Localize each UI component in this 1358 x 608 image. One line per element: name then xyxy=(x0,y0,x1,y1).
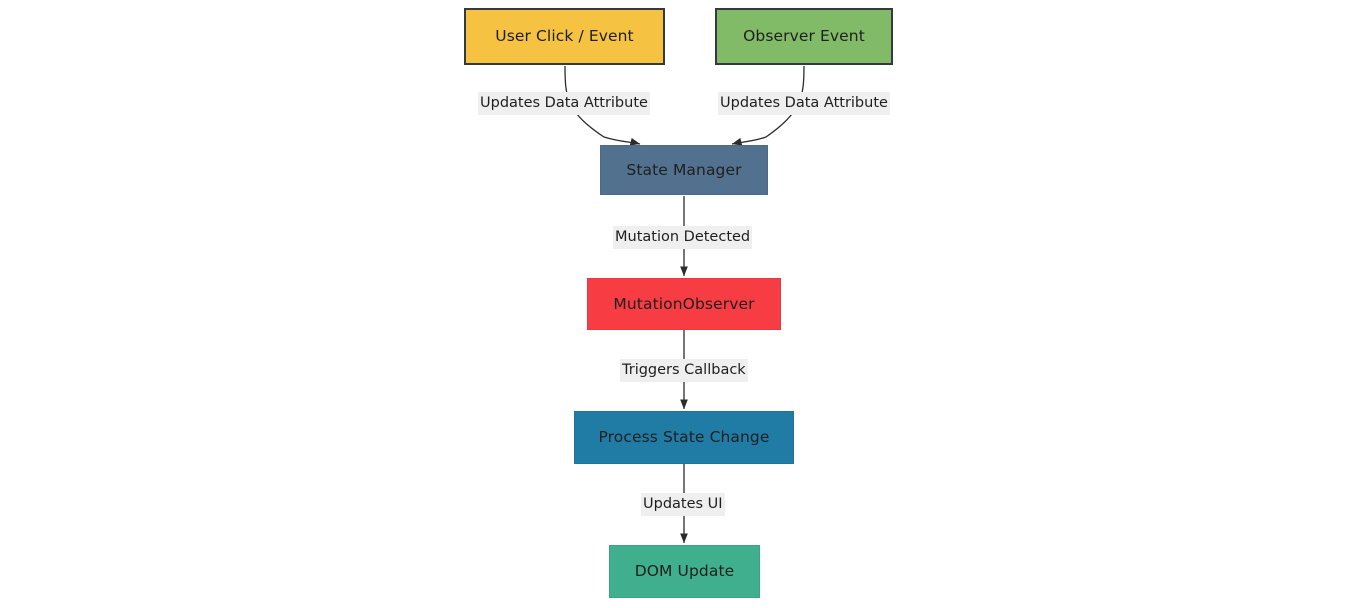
edge-path-user-click-to-state-manager xyxy=(564,65,641,146)
node-label: Process State Change xyxy=(598,428,770,447)
node-label: User Click / Event xyxy=(495,27,634,46)
node-dom-update[interactable]: DOM Update xyxy=(609,545,760,598)
node-label: State Manager xyxy=(626,160,742,179)
node-state-manager[interactable]: State Manager xyxy=(600,145,768,195)
node-label: DOM Update xyxy=(634,562,735,581)
edge-label-updates-ui: Updates UI xyxy=(641,493,725,517)
node-label: Observer Event xyxy=(743,27,865,46)
node-mutation-observer[interactable]: MutationObserver xyxy=(587,278,781,330)
node-label: MutationObserver xyxy=(613,294,755,313)
edge-path-observer-event-to-state-manager xyxy=(731,65,805,146)
edge-label-updates-data-attribute-left: Updates Data Attribute xyxy=(478,92,650,116)
node-observer-event[interactable]: Observer Event xyxy=(715,8,893,65)
edge-label-updates-data-attribute-right: Updates Data Attribute xyxy=(718,92,890,116)
edge-label-mutation-detected: Mutation Detected xyxy=(613,226,753,250)
node-user-click-event[interactable]: User Click / Event xyxy=(464,8,665,65)
edge-label-triggers-callback: Triggers Callback xyxy=(620,359,748,383)
node-process-state-change[interactable]: Process State Change xyxy=(574,411,794,464)
